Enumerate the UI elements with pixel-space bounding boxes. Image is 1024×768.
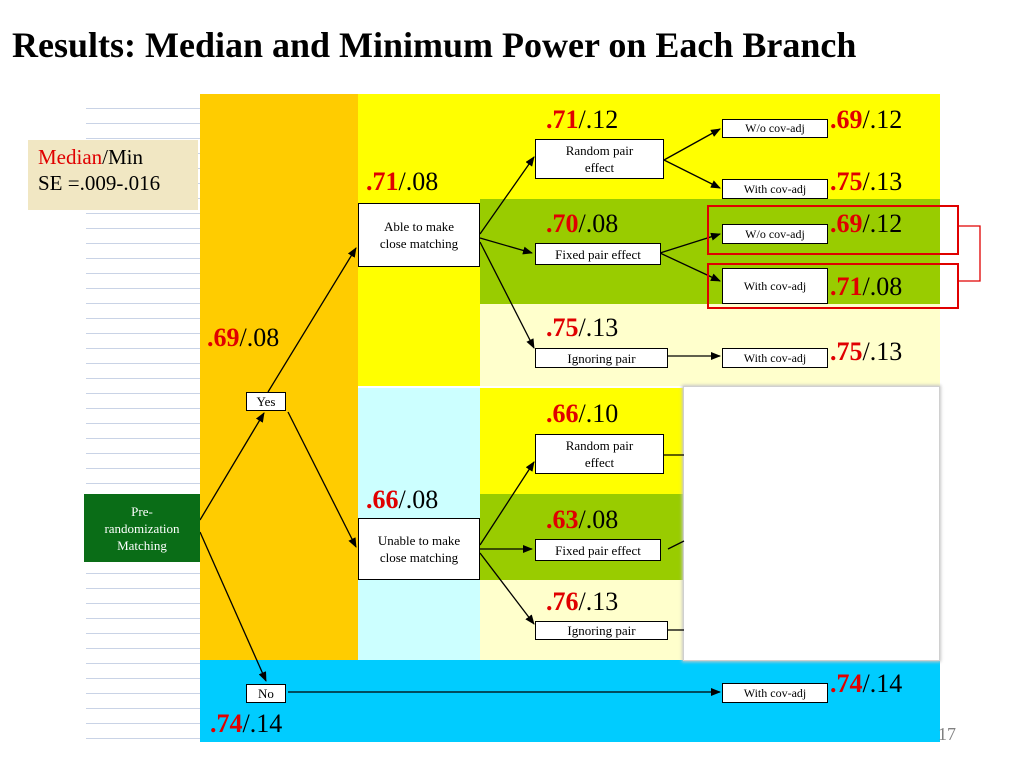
value-with-cov-2: .71/.08 <box>830 272 903 301</box>
value-with-cov-3: .75/.13 <box>830 337 903 366</box>
node-with-cov-1: With cov-adj <box>722 179 828 199</box>
arrow-able-fixed <box>479 237 533 255</box>
legend-median: Median <box>38 145 103 169</box>
node-random-bottom: Random pair effect <box>535 434 664 474</box>
arrow-able-ignoring <box>479 241 535 349</box>
value-random-top: .71/.12 <box>546 105 619 134</box>
node-ignoring-bottom: Ignoring pair <box>535 621 668 640</box>
arrow-root-no <box>199 531 267 682</box>
value-fixed-top: .70/.08 <box>546 209 619 238</box>
node-able: Able to make close matching <box>358 203 480 267</box>
arrow-able-random <box>479 156 535 235</box>
arrow-random-with <box>663 159 721 189</box>
blank-overlay-panel <box>683 386 940 661</box>
node-no: No <box>246 684 286 703</box>
arrow-yes-unable <box>287 411 357 548</box>
arrow-fixed-with <box>659 252 721 282</box>
slide-title: Results: Median and Minimum Power on Eac… <box>12 25 857 65</box>
red-bracket <box>958 225 981 282</box>
value-yes-branch: .69/.08 <box>207 323 280 352</box>
highlight-with-cov <box>707 263 959 309</box>
node-wo-cov-1: W/o cov-adj <box>722 119 828 138</box>
value-fixed-bottom: .63/.08 <box>546 505 619 534</box>
node-pre-randomization: Pre- randomization Matching <box>84 494 200 562</box>
arrow-root-yes <box>199 412 265 521</box>
arrow-fixed-wo <box>659 232 721 254</box>
node-fixed-top: Fixed pair effect <box>535 243 661 265</box>
legend: Median/Min SE =.009-.016 <box>28 140 198 210</box>
arrow-yes-able <box>267 247 357 393</box>
value-wo-cov-2: .69/.12 <box>830 209 903 238</box>
node-unable: Unable to make close matching <box>358 518 480 580</box>
arrow-unable-random <box>479 461 535 546</box>
value-with-cov-1: .75/.13 <box>830 167 903 196</box>
value-wo-cov-1: .69/.12 <box>830 105 903 134</box>
value-with-cov-no: .74/.14 <box>830 669 903 698</box>
highlight-wo-cov <box>707 205 959 255</box>
value-unable: .66/.08 <box>366 485 439 514</box>
stub-fixed-bottom <box>667 540 685 550</box>
node-with-cov-2: With cov-adj <box>722 268 828 304</box>
value-ignoring-bottom: .76/.13 <box>546 587 619 616</box>
arrow-unable-ignoring <box>479 552 535 625</box>
node-with-cov-no: With cov-adj <box>722 683 828 703</box>
node-ignoring-top: Ignoring pair <box>535 348 668 368</box>
legend-se: SE =.009-.016 <box>38 171 161 195</box>
panel-orange <box>200 94 358 660</box>
panel-cream-top <box>480 304 940 386</box>
node-wo-cov-2: W/o cov-adj <box>722 224 828 244</box>
page-number: 17 <box>938 724 956 744</box>
value-random-bottom: .66/.10 <box>546 399 619 428</box>
value-ignoring-top: .75/.13 <box>546 313 619 342</box>
value-able: .71/.08 <box>366 167 439 196</box>
legend-min: /Min <box>102 145 143 169</box>
arrow-random-wo <box>663 128 721 161</box>
node-random-top: Random pair effect <box>535 139 664 179</box>
node-yes: Yes <box>246 392 286 411</box>
node-with-cov-3: With cov-adj <box>722 348 828 368</box>
value-no-branch: .74/.14 <box>210 709 283 738</box>
node-fixed-bottom: Fixed pair effect <box>535 539 661 561</box>
